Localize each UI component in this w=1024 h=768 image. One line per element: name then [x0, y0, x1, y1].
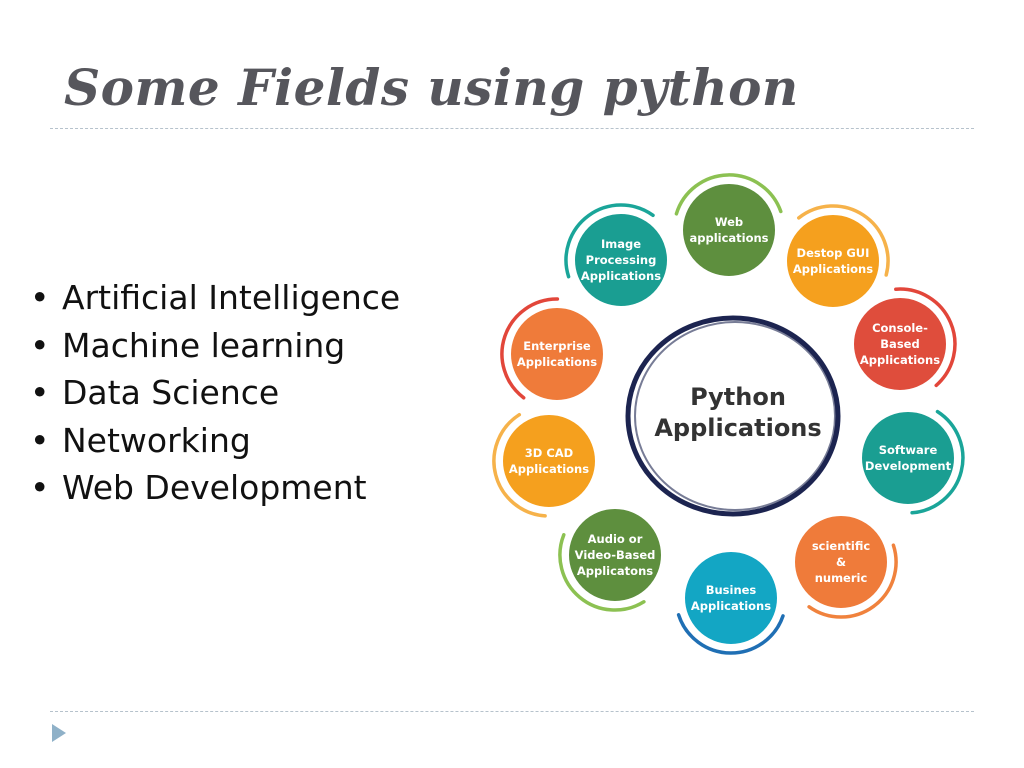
title-divider	[50, 128, 974, 129]
bullet-text: Artificial Intelligence	[62, 278, 401, 317]
node-arc	[558, 533, 646, 612]
bullet-item: • Web Development	[30, 466, 400, 514]
bullet-text: Web Development	[62, 468, 367, 507]
node-arc	[674, 173, 783, 216]
bullet-item: • Machine learning	[30, 324, 400, 372]
bullet-text: Data Science	[62, 373, 280, 412]
bullet-item: • Networking	[30, 419, 400, 467]
node-arc	[564, 203, 655, 279]
node-circle	[681, 182, 777, 278]
bullet-item: • Data Science	[30, 371, 400, 419]
node-arc	[797, 204, 890, 277]
bullet-text: Machine learning	[62, 325, 346, 365]
bullet-text: Networking	[62, 420, 251, 460]
node-arc	[910, 409, 965, 515]
bullet-item: • Artificial Intelligence	[30, 276, 400, 324]
bullet-dot: •	[30, 468, 50, 507]
bullet-dot: •	[30, 325, 50, 365]
bullet-dot: •	[30, 373, 50, 412]
app-node-scientific: scientific&numeric	[793, 514, 898, 619]
footer-divider	[50, 711, 974, 712]
node-circle	[683, 550, 779, 646]
node-circle	[852, 296, 948, 392]
node-circle	[793, 514, 889, 610]
slide-title: Some Fields using python	[64, 58, 799, 117]
node-label: scientific&numeric	[812, 539, 871, 585]
node-circle	[509, 306, 605, 402]
play-arrow-icon[interactable]	[52, 724, 66, 742]
node-arc	[894, 287, 957, 388]
node-arc	[492, 412, 547, 518]
center-ring	[625, 315, 841, 517]
center-ring-inner	[634, 321, 836, 511]
bullet-dot: •	[30, 420, 50, 460]
node-arc	[676, 613, 785, 655]
node-arc	[807, 543, 898, 619]
node-circle	[573, 212, 669, 308]
node-circle	[567, 507, 663, 603]
node-circle	[501, 413, 597, 509]
node-circle	[785, 213, 881, 309]
bullet-list: • Artificial Intelligence • Machine learni…	[30, 276, 400, 514]
node-circle	[860, 410, 956, 506]
node-arc	[500, 297, 560, 400]
bullet-dot: •	[30, 278, 50, 317]
